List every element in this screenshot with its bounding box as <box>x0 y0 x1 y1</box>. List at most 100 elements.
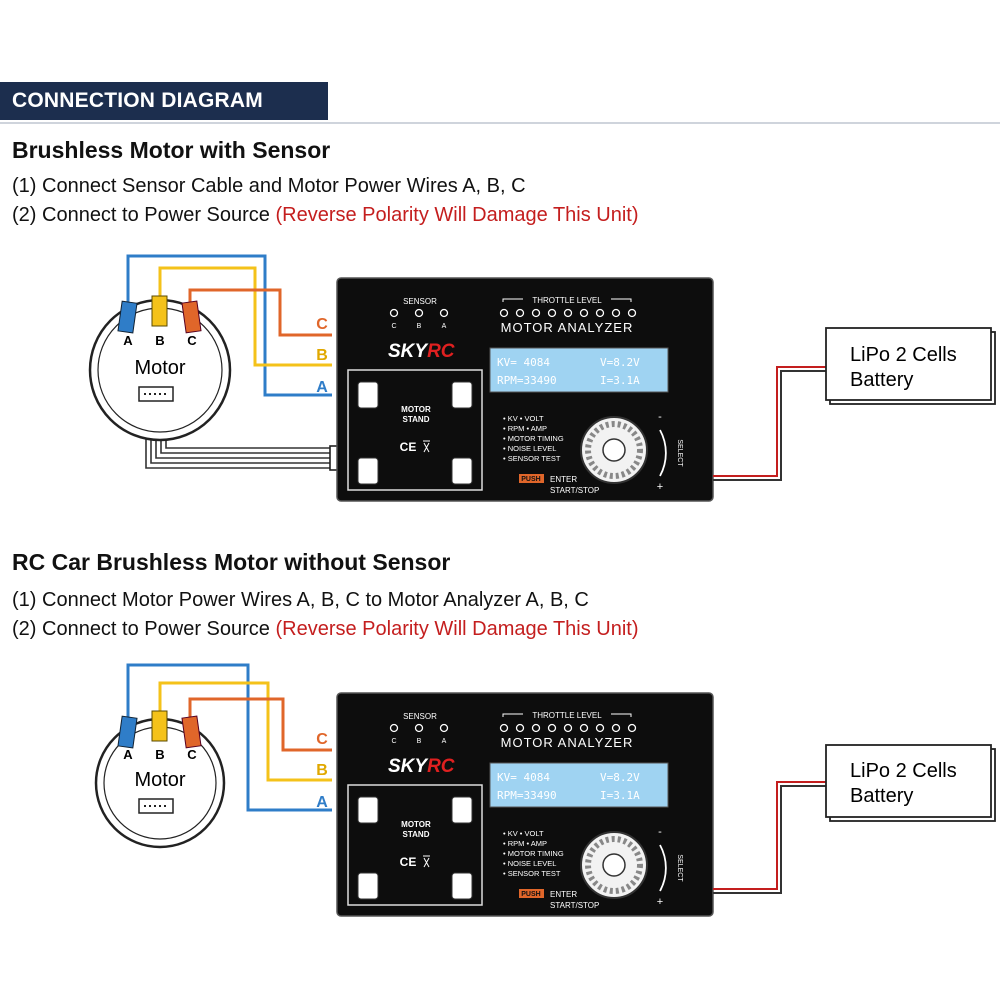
lcd-rpm: RPM=33490 <box>497 789 557 802</box>
select-arrow-icon <box>659 844 667 892</box>
sensor-pin-c: C <box>391 738 396 745</box>
enter-label: ENTER <box>550 475 577 484</box>
select-label: SELECT <box>676 439 683 467</box>
section-2-warning: (Reverse Polarity Will Damage This Unit) <box>275 618 639 640</box>
motor-stand: MOTOR STAND CE <box>347 784 483 906</box>
wire-a <box>126 663 332 812</box>
model-label: MOTOR ANALYZER <box>501 320 634 335</box>
header-divider <box>0 122 1000 124</box>
weee-icon <box>423 440 430 453</box>
push-badge <box>519 474 544 483</box>
terminal-c-label: C <box>187 747 197 762</box>
terminal-a-label: A <box>123 333 133 348</box>
select-knob[interactable] <box>580 416 648 484</box>
feature-3: • MOTOR TIMING <box>503 434 564 443</box>
stand-label-2: STAND <box>403 415 430 424</box>
wire-c <box>188 288 332 337</box>
motor-analyzer-device: SENSOR C B A THROTTLE LEVEL MOTOR ANALYZ… <box>336 692 714 917</box>
lcd-rpm: RPM=33490 <box>497 374 557 387</box>
lcd-volt: V=8.2V <box>600 771 640 784</box>
section-2-title: RC Car Brushless Motor without Sensor <box>12 549 451 575</box>
feature-5: • SENSOR TEST <box>503 454 561 463</box>
section-1-step-1: (1) Connect Sensor Cable and Motor Power… <box>12 175 526 197</box>
select-plus: + <box>657 896 663 908</box>
sensor-pin-c: C <box>391 323 396 330</box>
select-label: SELECT <box>676 854 683 882</box>
feature-4: • NOISE LEVEL <box>503 859 556 868</box>
motor: A B C Motor <box>94 710 226 849</box>
battery: LiPo 2 Cells Battery <box>825 327 996 405</box>
phase-c-label: C <box>316 316 328 333</box>
select-knob[interactable] <box>580 831 648 899</box>
lcd-volt: V=8.2V <box>600 356 640 369</box>
push-label: PUSH <box>521 891 540 898</box>
stand-label-1: MOTOR <box>401 405 431 414</box>
wire-c <box>188 697 332 752</box>
section-1-warning: (Reverse Polarity Will Damage This Unit) <box>275 204 639 226</box>
battery-line-2: Battery <box>850 369 913 391</box>
phase-a-label: A <box>316 379 328 396</box>
throttle-label: THROTTLE LEVEL <box>532 296 602 305</box>
diagram-with-sensor: A B C Motor C B A SENSOR C B A THROTTLE … <box>88 254 996 502</box>
section-2-step-2-text: (2) Connect to Power Source <box>12 618 270 640</box>
motor-analyzer-device: SENSOR C B A THROTTLE LEVEL MOTOR ANALYZ… <box>336 277 714 502</box>
sensor-pin-a: A <box>442 738 447 745</box>
throttle-leds <box>499 723 637 733</box>
terminal-c-label: C <box>187 333 197 348</box>
throttle-label: THROTTLE LEVEL <box>532 711 602 720</box>
enter-label: ENTER <box>550 890 577 899</box>
sensor-label: SENSOR <box>403 297 437 306</box>
feature-1: • KV • VOLT <box>503 414 544 423</box>
stand-label-1: MOTOR <box>401 820 431 829</box>
sensor-pin-b: B <box>417 738 422 745</box>
brand-logo: SKYRC <box>388 341 455 362</box>
motor-label: Motor <box>134 357 185 379</box>
phase-wires <box>126 663 332 812</box>
section-2-step-1: (1) Connect Motor Power Wires A, B, C to… <box>12 589 589 611</box>
feature-1: • KV • VOLT <box>503 829 544 838</box>
sensor-label: SENSOR <box>403 712 437 721</box>
brand-logo: SKYRC <box>388 756 455 777</box>
header-bar: CONNECTION DIAGRAM <box>0 82 328 120</box>
push-label: PUSH <box>521 476 540 483</box>
ce-mark: CE <box>400 855 417 869</box>
feature-4: • NOISE LEVEL <box>503 444 556 453</box>
terminal-b-label: B <box>155 333 164 348</box>
wire-b <box>158 681 332 782</box>
battery-line-2: Battery <box>850 785 913 807</box>
battery-line-1: LiPo 2 Cells <box>850 344 957 366</box>
phase-b-label: B <box>316 762 328 779</box>
section-1-title: Brushless Motor with Sensor <box>12 137 331 163</box>
startstop-label: START/STOP <box>550 901 599 910</box>
section-2-step-2: (2) Connect to Power Source (Reverse Pol… <box>12 618 639 641</box>
phase-a-label: A <box>316 794 328 811</box>
lcd-kv: KV= 4084 <box>497 356 550 369</box>
startstop-label: START/STOP <box>550 486 599 495</box>
terminal-b-label: B <box>155 747 164 762</box>
motor: A B C Motor <box>88 295 232 442</box>
wire-a <box>126 254 332 397</box>
feature-list: • KV • VOLT • RPM • AMP • MOTOR TIMING •… <box>503 829 564 878</box>
push-badge <box>519 889 544 898</box>
select-plus: + <box>657 481 663 493</box>
weee-icon <box>423 855 430 868</box>
select-minus: - <box>658 826 662 838</box>
feature-list: • KV • VOLT • RPM • AMP • MOTOR TIMING •… <box>503 414 564 463</box>
feature-2: • RPM • AMP <box>503 839 547 848</box>
lcd-screen <box>489 762 669 808</box>
lcd-amp: I=3.1A <box>600 789 640 802</box>
phase-wires <box>126 254 332 397</box>
lcd-screen <box>489 347 669 393</box>
throttle-leds <box>499 308 637 318</box>
motor-label: Motor <box>134 769 185 791</box>
feature-2: • RPM • AMP <box>503 424 547 433</box>
phase-c-label: C <box>316 731 328 748</box>
section-1-step-2: (2) Connect to Power Source (Reverse Pol… <box>12 204 639 227</box>
battery-line-1: LiPo 2 Cells <box>850 760 957 782</box>
sensor-pin-a: A <box>442 323 447 330</box>
stand-label-2: STAND <box>403 830 430 839</box>
feature-3: • MOTOR TIMING <box>503 849 564 858</box>
battery-wires <box>713 781 832 894</box>
select-arrow-icon <box>659 429 667 477</box>
ce-mark: CE <box>400 440 417 454</box>
